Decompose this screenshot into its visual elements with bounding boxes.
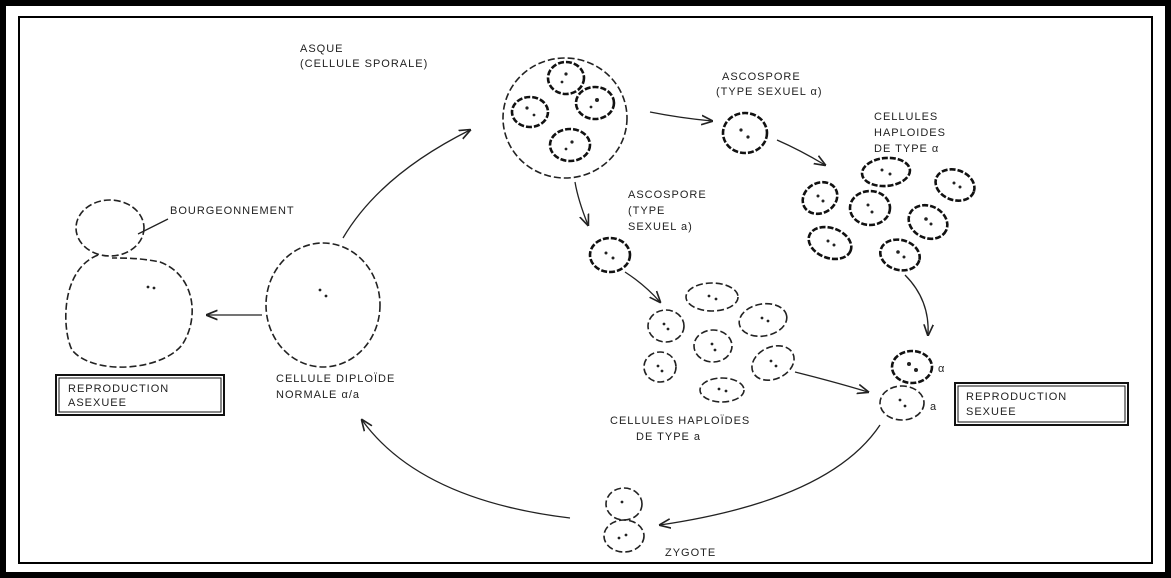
arrow-asque-to-ascospore-alpha bbox=[650, 112, 712, 121]
diploid-label-line1: CELLULE DIPLOÏDE bbox=[276, 373, 395, 385]
ascospore-a-label-line1: ASCOSPORE bbox=[628, 189, 707, 201]
asque-label-line1: ASQUE bbox=[300, 43, 344, 55]
haploid-a-label-line2: DE TYPE a bbox=[636, 431, 701, 443]
asexual-label-line2: ASEXUEE bbox=[68, 397, 127, 409]
budding-cell bbox=[66, 200, 192, 367]
ascospore-a-label-line3: SEXUEL a) bbox=[628, 221, 693, 233]
arrow-zygote-to-diploid bbox=[362, 420, 570, 518]
ascospore-a-label-line2: (TYPE bbox=[628, 205, 665, 217]
ascospore-alpha-label-line1: ASCOSPORE bbox=[722, 71, 801, 83]
asque-label-line2: (CELLULE SPORALE) bbox=[300, 58, 428, 70]
haploid-alpha-label-line3: DE TYPE α bbox=[874, 143, 939, 155]
budding-label: BOURGEONNEMENT bbox=[170, 205, 295, 217]
asque-spore-3 bbox=[576, 87, 614, 119]
budding-leader-line bbox=[138, 219, 168, 234]
arrow-diploid-to-asque bbox=[343, 130, 470, 238]
asque-spore-4 bbox=[550, 129, 590, 161]
arrow-ascospore-alpha-to-haploid-alpha bbox=[777, 140, 825, 165]
zygote-cell bbox=[604, 488, 644, 552]
haploid-a-cells bbox=[644, 283, 800, 402]
haploid-a-label-line1: CELLULES HAPLOÏDES bbox=[610, 415, 750, 427]
asexual-reproduction-box: REPRODUCTION ASEXUEE bbox=[56, 375, 224, 415]
sexual-label-line2: SEXUEE bbox=[966, 406, 1017, 418]
arrow-haploid-alpha-to-sexual bbox=[905, 275, 928, 335]
diploid-label-line2: NORMALE α/a bbox=[276, 389, 360, 401]
haploid-alpha-cells bbox=[797, 156, 979, 275]
mating-mark-a: a bbox=[930, 401, 937, 413]
mating-mark-alpha: α bbox=[938, 363, 945, 375]
asque bbox=[503, 58, 627, 178]
sexual-label-line1: REPRODUCTION bbox=[966, 391, 1067, 403]
asque-spore-1 bbox=[548, 62, 584, 94]
asque-spore-2 bbox=[512, 97, 548, 127]
ascospore-alpha-cell bbox=[723, 113, 767, 153]
arrow-ascospore-a-to-haploid-a bbox=[625, 272, 660, 302]
arrow-haploid-a-to-sexual bbox=[795, 372, 868, 392]
ascospore-a-cell bbox=[590, 238, 630, 272]
zygote-label: ZYGOTE bbox=[665, 547, 716, 559]
haploid-alpha-label-line1: CELLULES bbox=[874, 111, 938, 123]
ascospore-alpha-label-line2: (TYPE SEXUEL α) bbox=[716, 86, 823, 98]
sexual-reproduction-box: REPRODUCTION SEXUEE bbox=[955, 383, 1128, 425]
haploid-alpha-label-line2: HAPLOIDES bbox=[874, 127, 946, 139]
mating-cells bbox=[880, 351, 932, 420]
asexual-label-line1: REPRODUCTION bbox=[68, 383, 169, 395]
diploid-cell bbox=[266, 243, 380, 367]
arrow-asque-to-ascospore-a bbox=[575, 182, 588, 225]
